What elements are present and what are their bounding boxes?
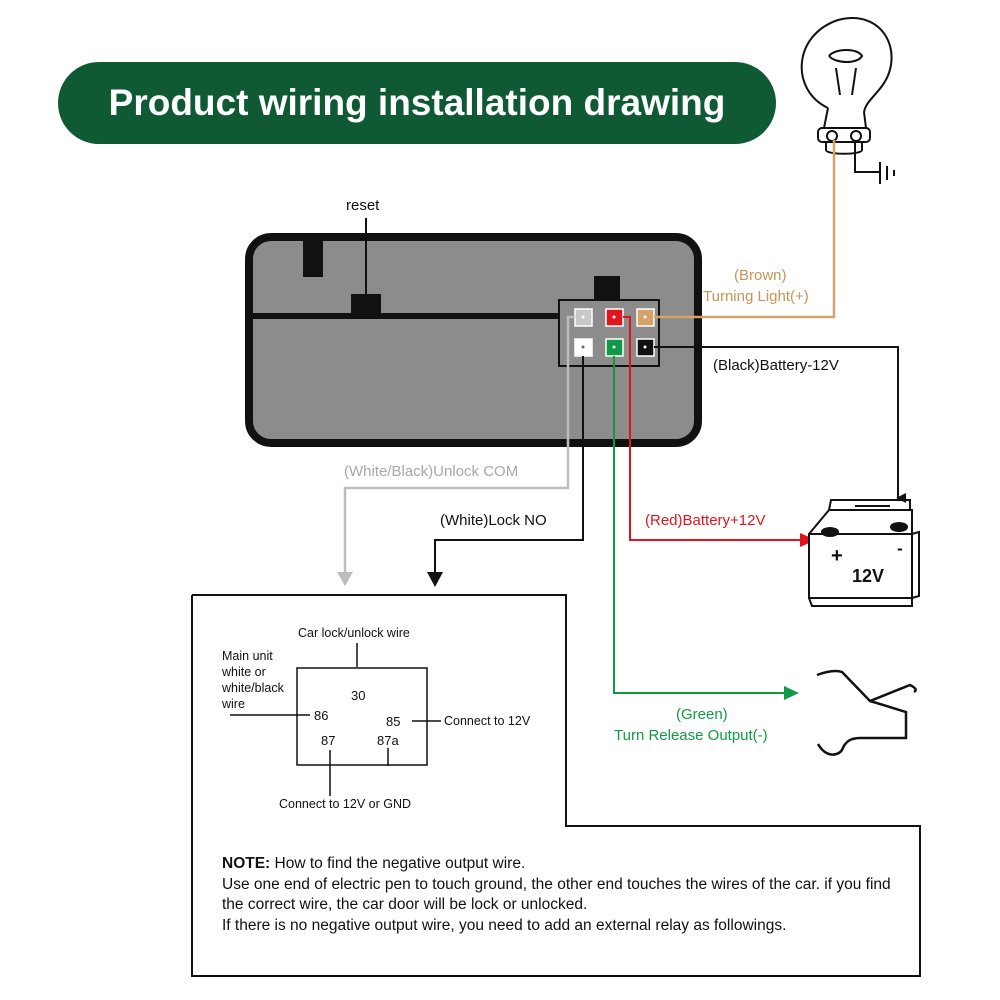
black-wire-label: (Black)Battery-12V — [713, 357, 839, 374]
page-title: Product wiring installation drawing — [108, 82, 726, 123]
relay-diagram — [230, 643, 441, 796]
relay-pin-30: 30 — [351, 688, 366, 703]
relay-bottom-label: Connect to 12V or GND — [279, 797, 412, 811]
door-lock-icon — [816, 669, 917, 756]
relay-right-label: Connect to 12V — [444, 714, 531, 728]
green-wire — [613, 356, 787, 694]
black-wire — [654, 346, 906, 503]
relay-pin-87: 87 — [321, 733, 336, 748]
relay-pin-85: 85 — [386, 714, 401, 729]
relay-left-label-3: white/black — [222, 681, 284, 695]
title-banner: Product wiring installation drawing — [58, 62, 776, 144]
note-heading: NOTE: — [222, 855, 271, 872]
brown-wire — [654, 140, 836, 319]
note-instruction: Use one end of electric pen to touch gro… — [222, 875, 891, 914]
white-black-wire — [343, 315, 575, 573]
battery-plus: + — [831, 545, 843, 567]
note-text: NOTE: How to find the negative output wi… — [222, 854, 894, 936]
green-wire-function-label: Turn Release Output(-) — [614, 727, 768, 744]
battery-voltage: 12V — [852, 566, 885, 586]
bulb-icon — [800, 17, 895, 184]
relay-pin-86: 86 — [314, 708, 329, 723]
relay-pin-87a: 87a — [377, 733, 399, 748]
brown-wire-function-label: Turning Light(+) — [703, 288, 809, 305]
brown-wire-color-label: (Brown) — [734, 267, 787, 284]
green-wire-color-label: (Green) — [676, 706, 728, 723]
reset-label: reset — [346, 197, 380, 214]
note-first-line: How to find the negative output wire. — [274, 855, 526, 872]
red-wire-label: (Red)Battery+12V — [645, 512, 766, 529]
tracker-device — [245, 233, 702, 447]
note-box — [191, 594, 921, 977]
relay-left-label-1: Main unit — [222, 649, 273, 663]
white-black-wire-label: (White/Black)Unlock COM — [344, 463, 519, 480]
red-wire — [623, 316, 803, 541]
note-relay-hint: If there is no negative output wire, you… — [222, 916, 787, 934]
relay-left-label-4: wire — [222, 697, 245, 711]
battery-minus: - — [897, 539, 903, 558]
relay-left-label-2: white or — [222, 665, 266, 679]
white-wire-label: (White)Lock NO — [440, 512, 547, 529]
battery-icon — [808, 499, 920, 607]
relay-top-label: Car lock/unlock wire — [298, 626, 410, 640]
white-wire — [434, 356, 584, 573]
